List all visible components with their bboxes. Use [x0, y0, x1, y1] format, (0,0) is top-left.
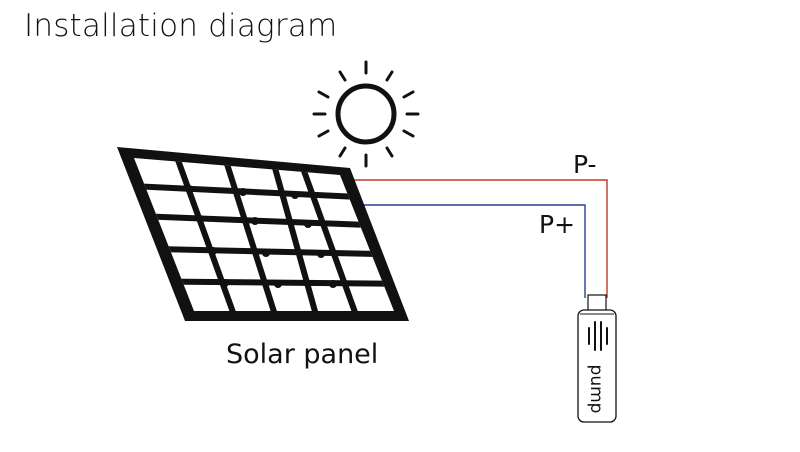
wires: [350, 179, 608, 298]
solar-panel-label: Solar panel: [226, 339, 378, 370]
sun-icon: [312, 60, 420, 168]
diagram-title: Installation diagram: [24, 8, 338, 44]
p-minus-wire: [350, 179, 608, 298]
p-plus-label: P+: [539, 210, 575, 239]
pump-icon: pump: [577, 294, 617, 423]
p-minus-label: P-: [573, 150, 597, 179]
solar-panel-icon: [117, 147, 409, 321]
p-plus-wire: [360, 204, 586, 298]
pump-label: pump: [586, 365, 606, 414]
